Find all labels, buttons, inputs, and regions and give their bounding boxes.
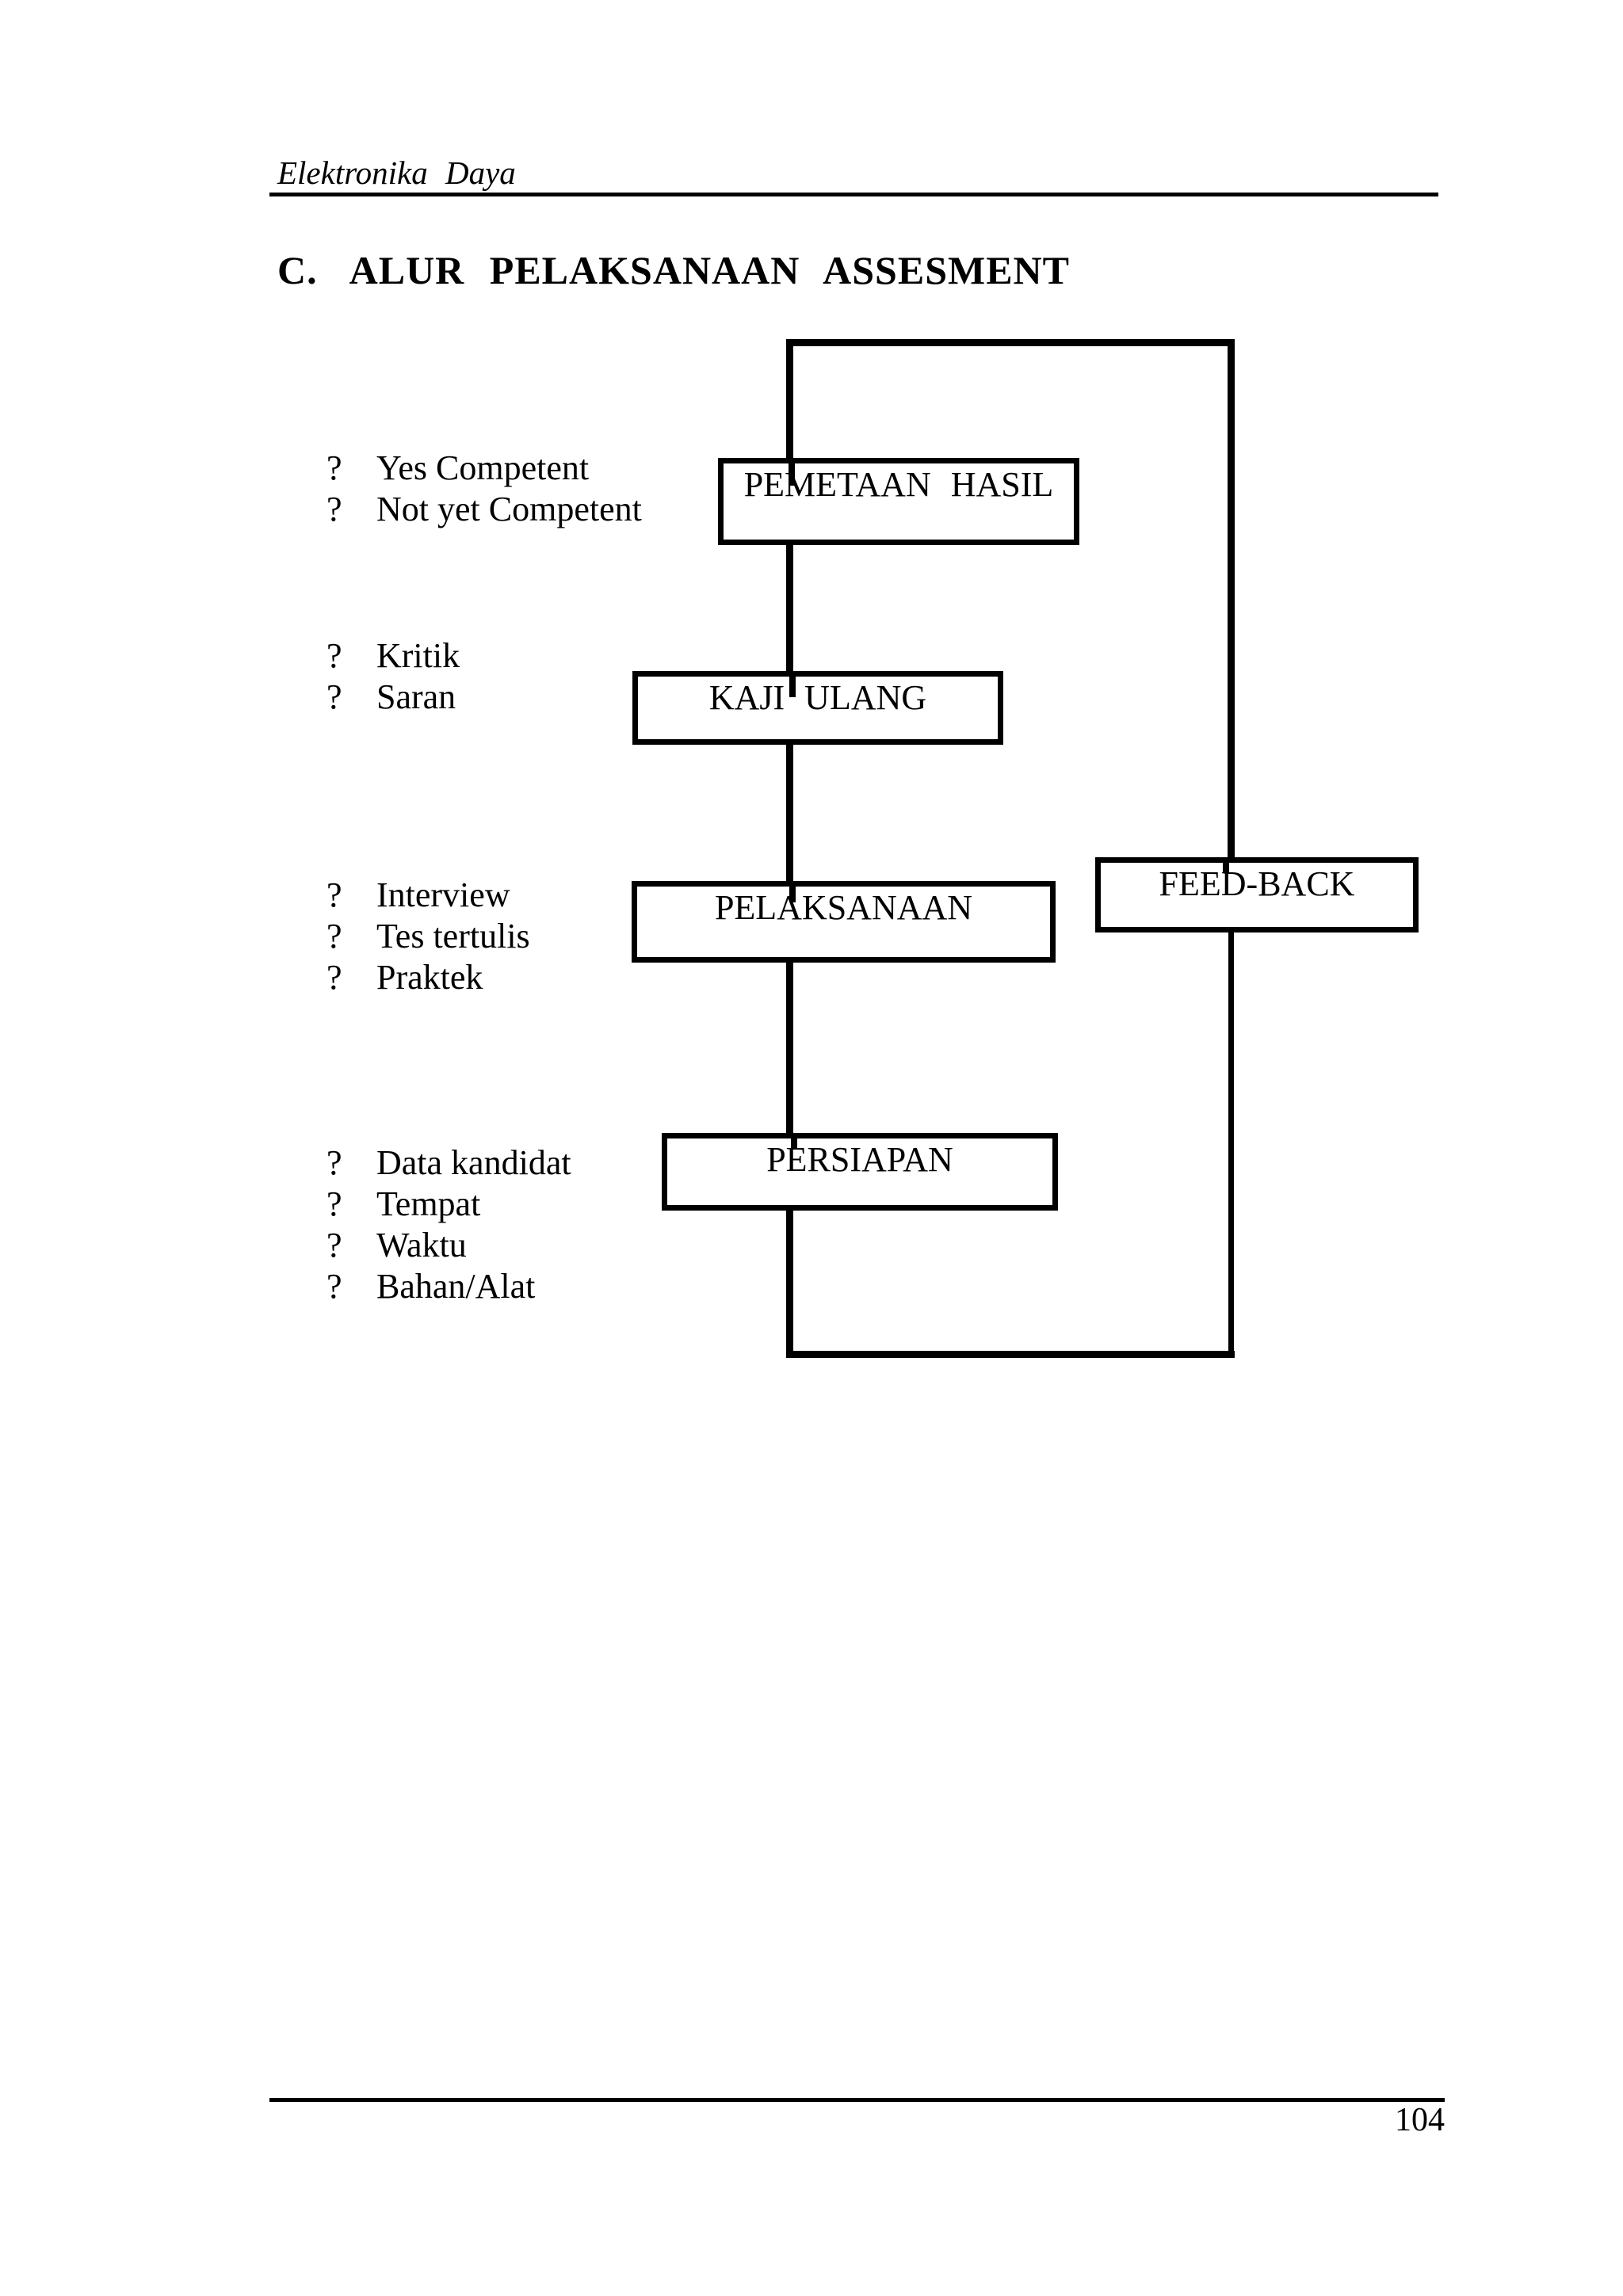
list-item-label: Data kandidat xyxy=(376,1143,571,1182)
flow-box-label: PELAKSANAAN xyxy=(714,888,973,927)
connector-right-vertical-lower xyxy=(1228,933,1234,1358)
list-item: ? Tempat xyxy=(327,1184,571,1225)
list-item-label: Waktu xyxy=(376,1226,467,1264)
list-item: ? Interview xyxy=(327,875,530,916)
question-bullet-icon: ? xyxy=(327,958,342,997)
section-title: C. ALUR PELAKSANAAN ASSESMENT xyxy=(277,247,1070,293)
list-item: ? Data kandidat xyxy=(327,1142,571,1184)
list-item: ? Kritik xyxy=(327,635,460,677)
list-item: ? Waktu xyxy=(327,1225,571,1266)
list-item-label: Saran xyxy=(376,677,456,716)
list-item-label: Bahan/Alat xyxy=(376,1267,536,1306)
list-item-label: Praktek xyxy=(376,958,483,997)
list-item-label: Yes Competent xyxy=(376,448,590,487)
flow-box-kaji-ulang: KAJI ULANG xyxy=(632,671,1003,745)
question-bullet-icon: ? xyxy=(327,1267,342,1306)
question-bullet-icon: ? xyxy=(327,636,342,675)
question-bullet-icon: ? xyxy=(327,490,342,528)
connector-bottom-horizontal xyxy=(786,1351,1235,1358)
question-bullet-icon: ? xyxy=(327,448,342,487)
page-number: 104 xyxy=(1395,2102,1445,2138)
connector-stub xyxy=(1223,863,1229,873)
header-rule xyxy=(269,193,1438,196)
list-item: ? Bahan/Alat xyxy=(327,1266,571,1307)
list-item-label: Tes tertulis xyxy=(376,917,530,955)
list-item-label: Interview xyxy=(376,875,510,914)
flow-box-pemetaan-hasil: PEMETAAN HASIL xyxy=(718,458,1079,545)
flow-box-label: PEMETAAN HASIL xyxy=(743,465,1054,504)
list-item: ? Yes Competent xyxy=(327,448,642,489)
question-bullet-icon: ? xyxy=(327,875,342,914)
question-bullet-icon: ? xyxy=(327,1143,342,1182)
list-item: ? Saran xyxy=(327,677,460,718)
list-item-label: Tempat xyxy=(376,1184,481,1223)
flow-box-feed-back: FEED-BACK xyxy=(1095,857,1419,933)
annotation-list-pemetaan: ? Yes Competent ? Not yet Competent xyxy=(327,448,642,530)
flow-box-label: PERSIAPAN xyxy=(766,1140,953,1179)
connector-stub xyxy=(789,887,796,902)
footer-rule xyxy=(269,2098,1445,2102)
question-bullet-icon: ? xyxy=(327,1184,342,1223)
annotation-list-persiapan: ? Data kandidat ? Tempat ? Waktu ? Bahan… xyxy=(327,1142,571,1307)
flow-box-label: KAJI ULANG xyxy=(708,678,927,717)
connector-left-vertical xyxy=(786,339,793,1358)
list-item-label: Kritik xyxy=(376,636,460,675)
connector-top-horizontal xyxy=(786,339,1235,346)
question-bullet-icon: ? xyxy=(327,917,342,955)
flow-box-persiapan: PERSIAPAN xyxy=(662,1133,1058,1211)
annotation-list-kaji-ulang: ? Kritik ? Saran xyxy=(327,635,460,718)
section-letter: C. xyxy=(277,248,318,292)
section-title-text: ALUR PELAKSANAAN ASSESMENT xyxy=(349,248,1070,292)
question-bullet-icon: ? xyxy=(327,677,342,716)
question-bullet-icon: ? xyxy=(327,1226,342,1264)
flow-box-label: FEED-BACK xyxy=(1159,864,1355,903)
list-item: ? Tes tertulis xyxy=(327,916,530,957)
annotation-list-pelaksanaan: ? Interview ? Tes tertulis ? Praktek xyxy=(327,875,530,998)
connector-stub xyxy=(789,677,796,697)
connector-right-vertical-upper xyxy=(1228,339,1235,862)
list-item-label: Not yet Competent xyxy=(376,490,642,528)
running-header: Elektronika Daya xyxy=(277,154,516,191)
list-item: ? Not yet Competent xyxy=(327,489,642,530)
flow-box-pelaksanaan: PELAKSANAAN xyxy=(632,881,1056,963)
list-item: ? Praktek xyxy=(327,957,530,998)
connector-stub xyxy=(791,1138,797,1149)
connector-stub xyxy=(789,463,795,486)
